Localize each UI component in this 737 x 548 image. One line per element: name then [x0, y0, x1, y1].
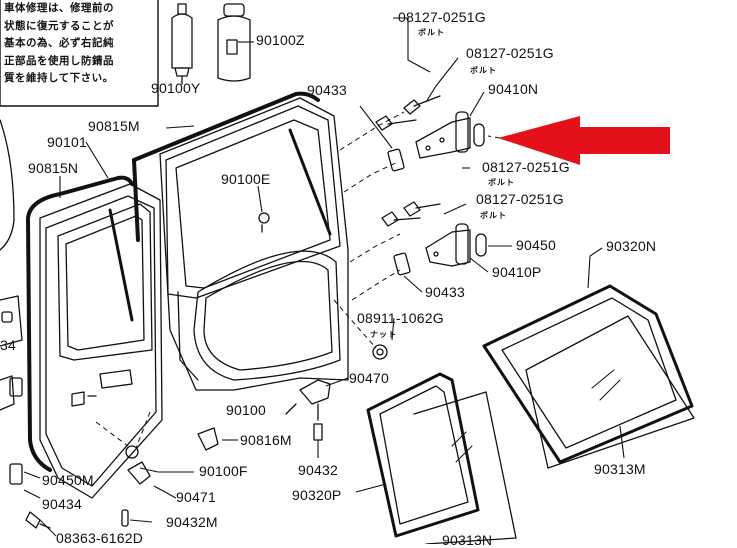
weatherstrip-right [132, 91, 320, 162]
part-label: 90313N [442, 532, 493, 548]
part-sublabel: ボルト [470, 66, 497, 75]
note-box [0, 0, 159, 107]
part-label: 90100F [199, 463, 248, 479]
sealant-tube-icon [171, 3, 193, 85]
part-sublabel: ボルト [418, 28, 445, 37]
part-label: 90320N [606, 238, 657, 254]
body-edge [0, 119, 15, 251]
spray-can-icon [217, 3, 251, 82]
part-label: 08127-0251G [398, 9, 486, 25]
part-label: 90471 [176, 489, 216, 505]
part-label: 90101 [47, 134, 87, 150]
note-line: 基本の為、必ず右記純 [4, 37, 114, 49]
glass-large [482, 284, 695, 469]
lock-icon [299, 379, 331, 405]
upper-hinge-icon [415, 111, 471, 159]
part-sublabel: ボルト [480, 211, 507, 220]
part-label: 90100Y [151, 80, 201, 96]
part-label: 90100E [221, 171, 271, 187]
part-label: 90470 [349, 370, 389, 386]
note-line: 状態に復元することが [4, 19, 114, 32]
part-label: 90100Z [256, 32, 305, 48]
pad-lower [393, 252, 411, 276]
rod-icon [313, 423, 323, 441]
handle-icon [197, 427, 219, 451]
nut-icon [372, 344, 388, 360]
part-label: 90410P [492, 264, 542, 280]
part-label: 08127-0251G [466, 45, 554, 61]
part-sublabel: ナット [370, 330, 397, 339]
part-label: 08911-1062G [357, 310, 444, 326]
part-label: 90815M [88, 118, 140, 134]
part-label: 90434 [42, 496, 82, 512]
part-label: 90432M [166, 514, 218, 530]
note-line: 正部品を使用し防錆品 [4, 54, 114, 67]
right-door-outer [159, 97, 349, 391]
lower-hinge-icon [425, 223, 471, 267]
part-sublabel: ボルト [488, 178, 515, 187]
part-label: 90816M [240, 432, 292, 448]
leader-lines [23, 17, 625, 537]
weatherstrip-left [26, 175, 134, 220]
part-label: 90450M [42, 472, 94, 488]
repair-note: 車体修理は、修理前の 状態に復元することが 基本の為、必ず右記純 正部品を使用し… [4, 0, 158, 104]
note-line: 質を維持して下さい。 [4, 72, 114, 84]
glass-small [366, 372, 517, 544]
part-label: 08127-0251G [482, 159, 570, 175]
part-label: 08127-0251G [476, 191, 564, 207]
pad-upper [387, 148, 405, 172]
part-label: 90815N [28, 160, 79, 176]
part-label: 90433 [307, 82, 347, 98]
part-label: 90100 [226, 402, 266, 418]
part-label: 90313M [594, 461, 646, 477]
pin-upper [473, 123, 485, 147]
part-label: 90320P [292, 487, 342, 503]
pin-lower [475, 233, 487, 257]
note-line: 車体修理は、修理前の [4, 2, 114, 14]
left-door-outer [39, 183, 163, 499]
part-label: 90433 [425, 284, 465, 300]
part-label: 08363-6162D [56, 530, 144, 546]
part-label: 90410N [488, 81, 539, 97]
pointer-arrow-icon [498, 116, 670, 165]
part-label: 34 [0, 337, 16, 353]
part-label: 90450 [516, 237, 556, 253]
part-label: 90432 [298, 462, 338, 478]
dashed-guides [95, 111, 501, 449]
plug-icon [258, 212, 270, 224]
bolt-icons [375, 95, 441, 227]
